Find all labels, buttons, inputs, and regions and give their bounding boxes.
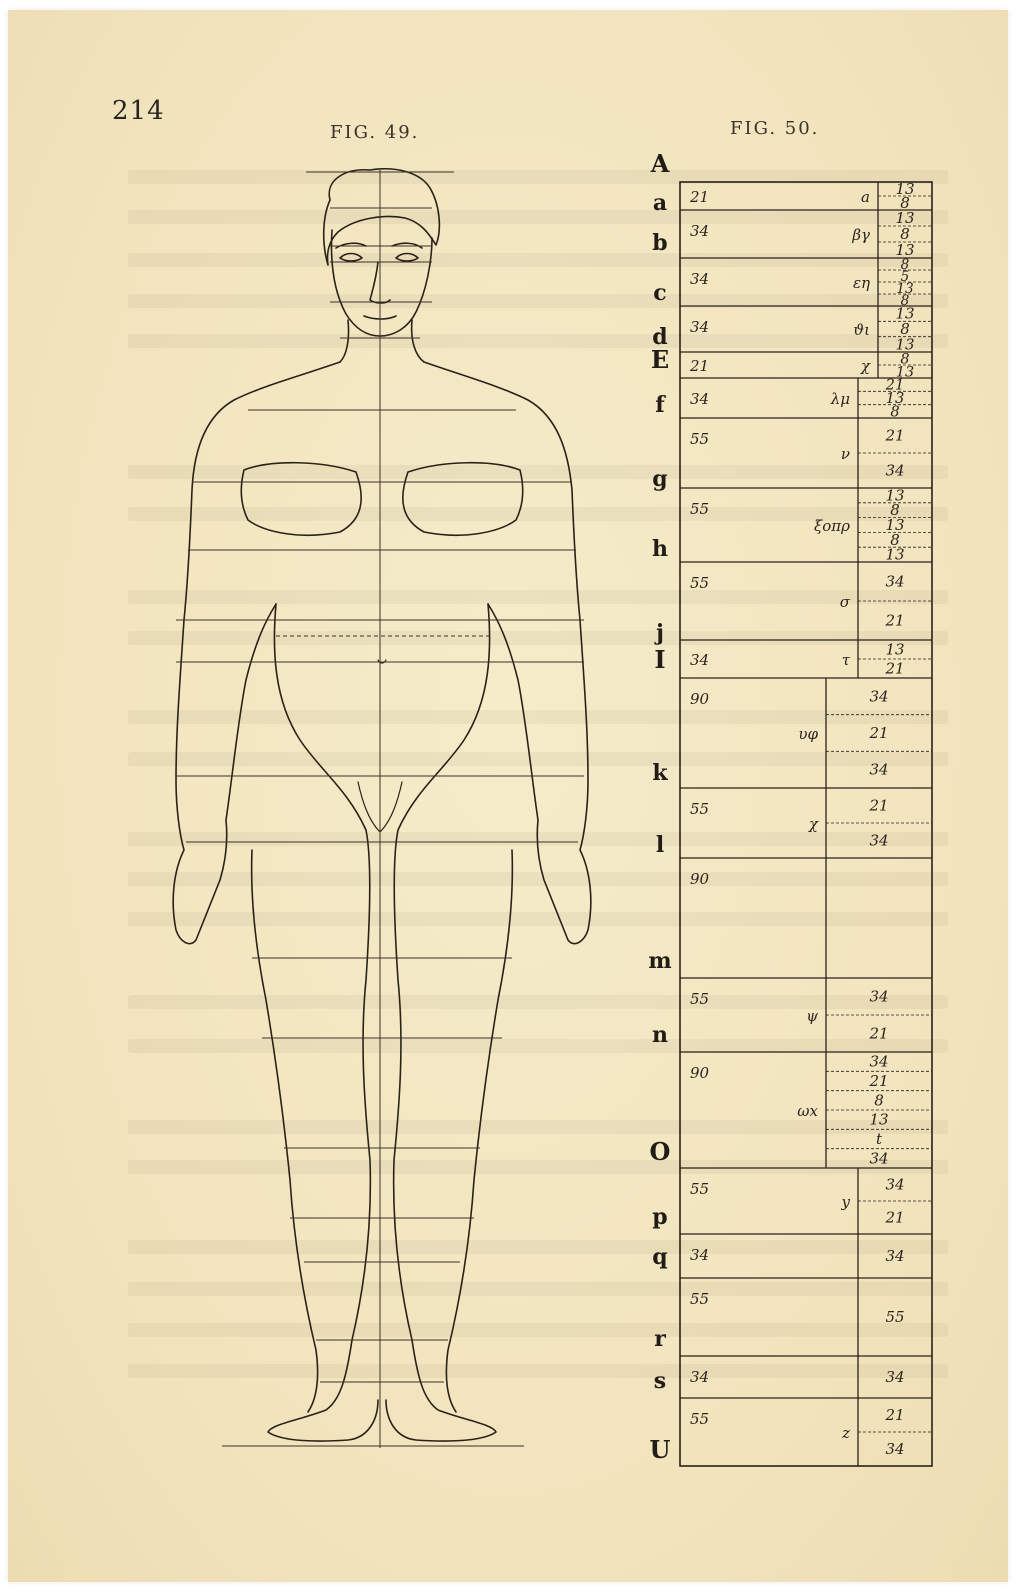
row-letter-2: b — [652, 230, 667, 256]
row-letter-13: m — [648, 948, 671, 974]
greek-marker: τ — [842, 651, 851, 669]
greek-marker: z — [841, 1424, 850, 1442]
sub-segment-value: 34 — [869, 1053, 888, 1071]
sub-segment-value: 13 — [885, 546, 904, 564]
greek-marker: a — [861, 188, 870, 206]
sub-segment-value: 21 — [868, 1025, 888, 1043]
sub-segment-value: 21 — [868, 1072, 888, 1090]
segment-value: 21 — [689, 357, 709, 375]
row-letter-0: A — [650, 149, 670, 178]
greek-marker: y — [841, 1193, 851, 1211]
segment-value: 34 — [690, 270, 709, 288]
sub-segment-value: 8 — [874, 1091, 884, 1109]
sub-segment-value: 34 — [885, 1440, 904, 1458]
sub-segment-value: 21 — [884, 1209, 904, 1227]
sub-segment-value: 8 — [890, 403, 899, 420]
segment-value: 34 — [690, 1368, 709, 1386]
segment-value: 55 — [690, 1410, 709, 1428]
greek-marker: ν — [841, 445, 850, 463]
row-letter-16: p — [652, 1204, 667, 1230]
greek-marker: σ — [840, 593, 851, 611]
row-letter-14: n — [652, 1022, 668, 1048]
segment-value: 55 — [690, 1290, 709, 1308]
sub-segment-value: 13 — [885, 641, 904, 659]
sub-segment-value: 34 — [869, 1149, 888, 1167]
greek-marker: υφ — [798, 725, 818, 743]
sub-segment-value: 21 — [884, 660, 904, 678]
row-letter-10: I — [654, 645, 665, 674]
segment-value: 55 — [690, 800, 709, 818]
row-letter-20: U — [650, 1435, 671, 1464]
row-letter-19: s — [654, 1368, 666, 1394]
segment-value: 34 — [690, 651, 709, 669]
row-letter-17: q — [652, 1244, 667, 1270]
row-letter-3: c — [653, 280, 666, 306]
segment-value: 90 — [690, 1064, 710, 1082]
greek-marker: βγ — [851, 226, 870, 244]
row-letter-11: k — [652, 760, 668, 786]
sub-segment-value: 21 — [884, 1406, 904, 1424]
row-letter-7: g — [652, 466, 667, 492]
sub-segment-value: 21 — [868, 724, 888, 742]
greek-marker: λμ — [830, 390, 850, 408]
greek-marker: χ — [860, 357, 871, 375]
greek-marker: ϑι — [853, 321, 870, 339]
sub-segment-value: 34 — [869, 832, 888, 850]
segment-value: 55 — [690, 500, 709, 518]
sub-segment-value: 21 — [884, 427, 904, 445]
segment-value: 90 — [690, 690, 710, 708]
sub-segment-value: 13 — [869, 1111, 888, 1129]
segment-value: 55 — [690, 574, 709, 592]
row-letter-8: h — [652, 536, 668, 562]
sub-segment-value: t — [876, 1130, 883, 1148]
segment-value: 34 — [690, 1246, 709, 1264]
row-letter-12: l — [656, 832, 664, 858]
row-letter-5: E — [651, 345, 669, 374]
segment-value: 34 — [690, 390, 709, 408]
greek-marker: ψ — [806, 1007, 818, 1025]
segment-value: 55 — [690, 430, 709, 448]
segment-value: 55 — [690, 1180, 709, 1198]
segment-value: 90 — [690, 870, 710, 888]
row-letter-9: j — [654, 620, 664, 646]
sub-segment-value: 34 — [869, 687, 888, 705]
sub-segment-value: 21 — [884, 612, 904, 630]
segment-value: 55 — [690, 990, 709, 1008]
sub-segment-value: 34 — [869, 988, 888, 1006]
greek-marker: ξοπρ — [814, 517, 850, 535]
greek-marker: ωx — [797, 1102, 818, 1120]
sub-segment-value: 34 — [885, 1368, 904, 1386]
greek-marker: εη — [853, 274, 870, 292]
row-letter-6: f — [655, 392, 666, 418]
sub-segment-value: 34 — [869, 761, 888, 779]
row-letter-15: O — [650, 1137, 671, 1166]
greek-marker: χ — [808, 815, 819, 833]
sub-segment-value: 55 — [885, 1308, 904, 1326]
sub-segment-value: 34 — [885, 462, 904, 480]
segment-value: 34 — [690, 222, 709, 240]
sub-segment-value: 34 — [885, 1247, 904, 1265]
sub-segment-value: 34 — [885, 573, 904, 591]
sub-segment-value: 34 — [885, 1176, 904, 1194]
row-letter-1: a — [653, 190, 667, 216]
sub-segment-value: 21 — [868, 797, 888, 815]
row-letter-18: r — [654, 1326, 666, 1352]
segment-value: 21 — [689, 188, 709, 206]
segment-value: 34 — [690, 318, 709, 336]
